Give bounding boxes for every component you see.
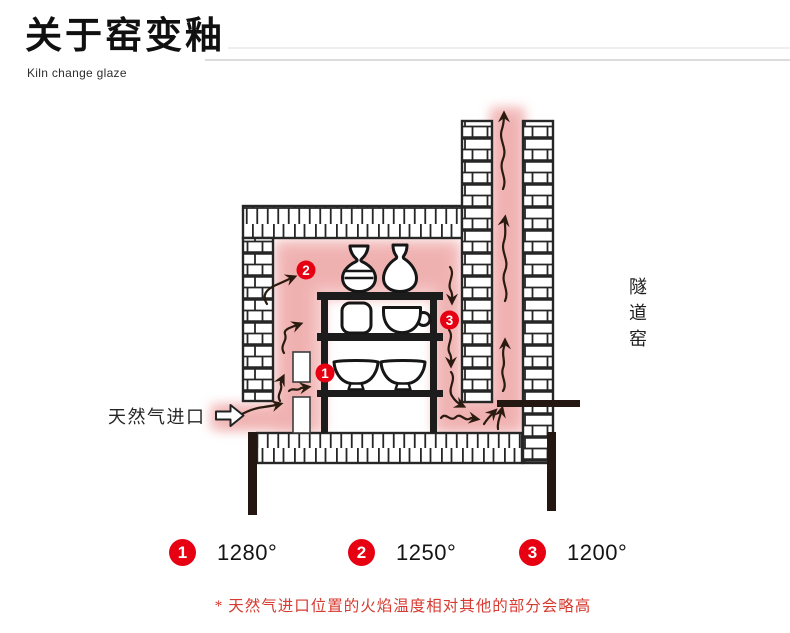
gas-inlet-label: 天然气进口 xyxy=(108,407,206,427)
tunnel-kiln-label: 隧道窑 xyxy=(627,277,647,355)
legend-item-1: 1 1280° xyxy=(169,539,277,566)
legend-badge-3: 3 xyxy=(519,539,546,566)
divider-line-bottom xyxy=(205,59,790,61)
chimney-right-wall xyxy=(521,119,555,465)
jar-icon xyxy=(340,301,373,335)
flame-flow-arrows xyxy=(230,110,512,431)
kiln-floor xyxy=(255,431,524,465)
vase-icon-right xyxy=(382,243,418,293)
kiln-lintel xyxy=(241,204,464,240)
legend-badge-1: 1 xyxy=(169,539,196,566)
chimney-left-wall xyxy=(460,119,494,404)
tunnel-rail xyxy=(497,400,580,407)
divider-line-top xyxy=(228,47,790,49)
legend-item-2: 2 1250° xyxy=(348,539,456,566)
stage-marker-1: 1 xyxy=(315,363,335,383)
svg-text:1: 1 xyxy=(321,366,329,381)
svg-text:2: 2 xyxy=(302,263,310,278)
footnote: * 天然气进口位置的火焰温度相对其他的部分会略高 xyxy=(214,598,592,615)
svg-text:3: 3 xyxy=(446,313,454,328)
legend-badge-2: 2 xyxy=(348,539,375,566)
kiln-legs xyxy=(248,432,556,515)
stage-marker-2: 2 xyxy=(296,260,316,280)
bowl-icon-left xyxy=(332,359,380,391)
burner-pipes xyxy=(292,351,311,434)
page-subtitle: Kiln change glaze xyxy=(27,66,127,80)
gas-inlet-arrow-icon xyxy=(215,404,245,427)
bowl-icon-right xyxy=(379,359,427,391)
kiln-left-wall xyxy=(241,236,275,403)
legend-temp-2: 1250° xyxy=(396,539,457,565)
page-title: 关于窑变釉 xyxy=(25,16,225,57)
legend-temp-1: 1280° xyxy=(217,539,278,565)
legend-temp-3: 1200° xyxy=(567,539,628,565)
cup-icon xyxy=(382,306,432,335)
flame-glow xyxy=(210,107,525,433)
stage-marker-3: 3 xyxy=(440,310,459,330)
legend-item-3: 3 1200° xyxy=(519,539,627,566)
vase-icon-left xyxy=(341,244,377,293)
